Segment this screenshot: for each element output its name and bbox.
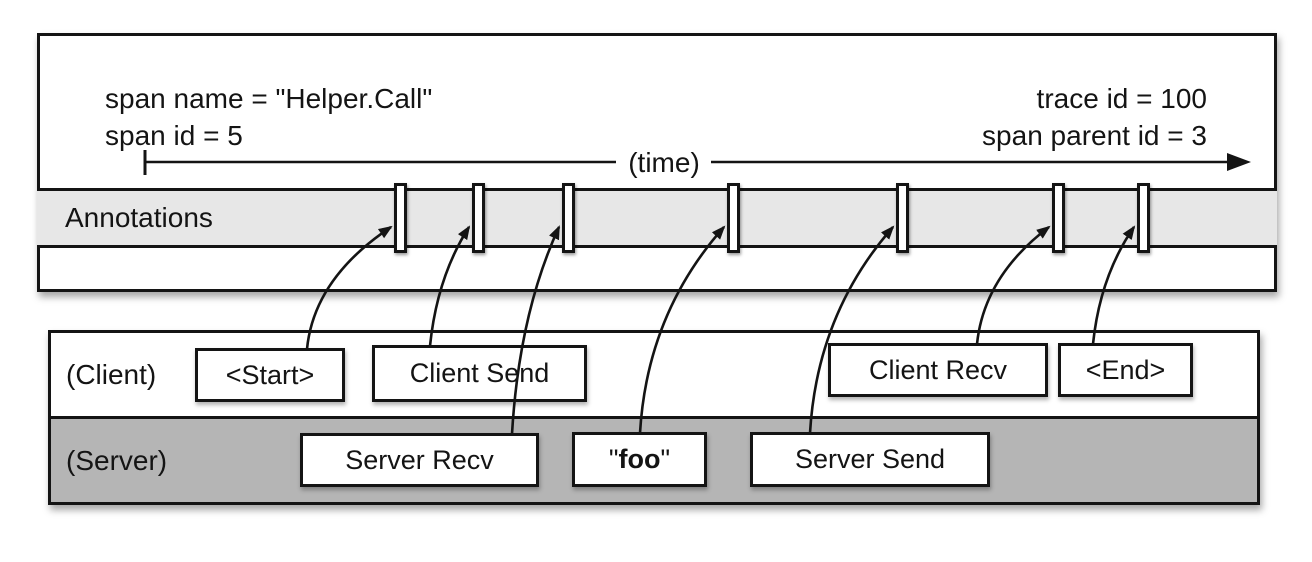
event-box: <Start> [195,348,345,402]
annotations-band: Annotations [37,188,1277,248]
span-name-text: span name = "Helper.Call" [105,83,433,114]
event-box: Client Send [372,345,587,402]
annotation-tick [561,183,575,253]
server-lane-label: (Server) [66,444,168,476]
span-id-text: span id = 5 [105,120,243,151]
annotation-tick [1136,183,1150,253]
event-box: <End> [1058,343,1193,397]
annotation-tick [471,183,485,253]
client-lane-label: (Client) [66,358,157,390]
span-info-right: trace id = 100 span parent id = 3 [982,80,1207,154]
event-box: Client Recv [828,343,1048,397]
annotation-tick [1051,183,1065,253]
time-axis-label: (time) [628,147,700,178]
annotation-tick [895,183,909,253]
annotations-label: Annotations [65,202,213,233]
trace-id-text: trace id = 100 [1036,83,1207,114]
span-info-left: span name = "Helper.Call" span id = 5 [105,80,432,154]
span-parent-id-text: span parent id = 3 [982,120,1207,151]
event-box: Server Send [750,432,990,487]
event-box: "foo" [572,432,707,487]
annotation-tick [726,183,740,253]
event-box: Server Recv [300,433,539,487]
annotation-tick [393,183,407,253]
